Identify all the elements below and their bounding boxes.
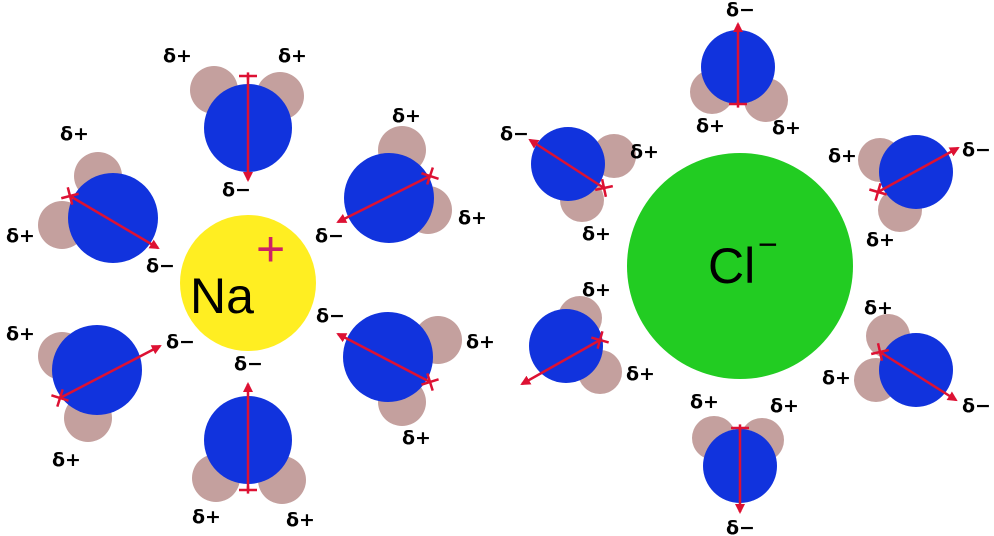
label-partial-negative: δ− — [222, 179, 251, 201]
dipole-cross — [870, 348, 890, 356]
dipole-cross — [596, 330, 604, 350]
label-partial-negative: δ− — [726, 517, 755, 536]
label-partial-positive: δ+ — [163, 45, 192, 67]
water-molecule — [520, 296, 622, 394]
chloride-ion: Cl − — [627, 153, 853, 379]
dipole-cross — [421, 378, 439, 386]
dipole-cross — [594, 184, 614, 192]
water-molecule — [336, 126, 452, 243]
label-partial-negative: δ− — [234, 353, 263, 375]
sodium-ion: Na + — [180, 215, 316, 351]
label-partial-positive: δ+ — [60, 123, 89, 145]
label-partial-negative: δ− — [726, 0, 755, 21]
label-partial-negative: δ− — [146, 255, 175, 277]
label-partial-positive: δ+ — [278, 45, 307, 67]
label-partial-positive: δ+ — [690, 391, 719, 413]
dipole-arrow — [528, 138, 605, 190]
dipole-arrow — [69, 194, 160, 250]
label-partial-negative: δ− — [962, 139, 991, 161]
sodium-sphere — [180, 215, 316, 351]
dipole-arrow — [59, 344, 162, 400]
water-molecules — [38, 22, 960, 514]
oxygen-atom — [879, 333, 953, 407]
sodium-charge: + — [256, 221, 285, 277]
label-partial-positive: δ+ — [866, 229, 895, 251]
label-partial-positive: δ+ — [392, 105, 421, 127]
dipole-arrow — [520, 338, 601, 386]
water-molecule — [690, 22, 788, 122]
label-partial-negative: δ− — [500, 123, 529, 145]
label-partial-negative: δ− — [166, 331, 195, 353]
label-partial-positive: δ+ — [626, 363, 655, 385]
label-partial-positive: δ+ — [630, 141, 659, 163]
chloride-symbol: Cl — [708, 238, 755, 294]
chloride-sphere — [627, 153, 853, 379]
label-partial-negative: δ− — [962, 395, 991, 417]
label-partial-positive: δ+ — [772, 117, 801, 139]
label-partial-positive: δ+ — [286, 509, 315, 531]
label-partial-negative: δ− — [315, 225, 344, 247]
label-partial-positive: δ+ — [828, 145, 857, 167]
partial-charge-labels: δ+ δ+ δ− δ+ δ+ δ− δ+ δ+ δ− δ+ δ− δ+ δ− δ… — [6, 0, 991, 536]
label-partial-positive: δ+ — [822, 367, 851, 389]
chloride-charge: − — [758, 226, 778, 264]
label-partial-positive: δ+ — [696, 115, 725, 137]
label-partial-positive: δ+ — [770, 395, 799, 417]
oxygen-atom — [343, 312, 433, 402]
dipole-cross — [874, 183, 882, 201]
label-partial-positive: δ+ — [466, 331, 495, 353]
label-partial-positive: δ+ — [582, 279, 611, 301]
label-partial-positive: δ+ — [582, 223, 611, 245]
label-partial-positive: δ+ — [52, 449, 81, 471]
water-molecule — [528, 127, 636, 222]
water-molecule — [854, 314, 958, 407]
water-molecule — [336, 312, 462, 426]
water-molecule — [192, 382, 306, 504]
oxygen-atom — [529, 309, 603, 383]
water-molecule — [38, 325, 162, 442]
label-partial-positive: δ+ — [402, 427, 431, 449]
oxygen-atom — [68, 173, 158, 263]
sodium-symbol: Na — [190, 268, 254, 324]
dipole-cross — [60, 192, 80, 200]
water-molecule — [858, 135, 960, 232]
water-molecule — [692, 416, 784, 514]
label-partial-positive: δ+ — [6, 225, 35, 247]
dipole-arrow — [336, 332, 431, 384]
dipole-arrow — [336, 174, 431, 224]
dipole-cross — [56, 389, 64, 407]
dipole-arrow — [879, 350, 958, 402]
water-molecule — [38, 152, 160, 263]
water-molecule — [190, 66, 304, 182]
label-partial-positive: δ+ — [6, 323, 35, 345]
oxygen-atom — [344, 153, 434, 243]
oxygen-atom — [52, 325, 142, 415]
label-partial-negative: δ− — [316, 305, 345, 327]
label-partial-positive: δ+ — [458, 207, 487, 229]
label-partial-positive: δ+ — [192, 506, 221, 528]
label-partial-positive: δ+ — [864, 297, 893, 319]
dipole-cross — [425, 167, 435, 185]
dipole-arrow — [877, 146, 960, 194]
